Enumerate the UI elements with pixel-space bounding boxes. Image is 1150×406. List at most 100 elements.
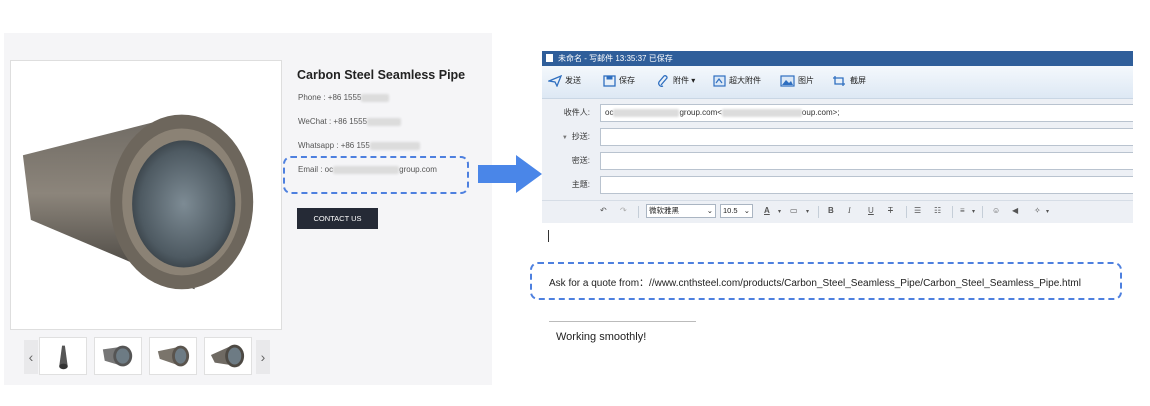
whatsapp-row: Whatsapp : +86 155 <box>298 141 420 150</box>
phone-row: Phone : +86 1555 <box>298 93 390 102</box>
large-attachment-button[interactable]: 超大附件 <box>713 75 761 87</box>
window-titlebar: 未命名 - 写邮件 13:35:37 已保存 <box>542 51 1133 66</box>
chevron-down-icon: ⌄ <box>706 206 713 215</box>
to-value-start: oc <box>605 108 614 117</box>
mail-body-quote[interactable]: Ask for a quote from：//www.cnthsteel.com… <box>549 278 1081 289</box>
image-icon <box>780 75 795 87</box>
cc-field[interactable] <box>600 128 1133 146</box>
numbered-list-icon[interactable]: ☷ <box>934 206 942 215</box>
chevron-down-icon[interactable]: ▾ <box>778 209 782 215</box>
bold-icon[interactable]: B <box>828 206 834 215</box>
mail-header-fields: 收件人: oc group.com< oup.com>; ▼抄送: 密送: 主题: <box>542 99 1133 200</box>
email-label: Email : oc <box>298 165 334 174</box>
italic-icon[interactable]: I <box>848 206 851 215</box>
contact-us-button[interactable]: CONTACT US <box>297 208 378 229</box>
compose-window: 未命名 - 写邮件 13:35:37 已保存 发送 保存 附件 ▾ 超大附件 图… <box>542 51 1133 223</box>
thumbnail-2[interactable] <box>94 337 142 375</box>
font-size-value: 10.5 <box>723 206 738 215</box>
to-value-mid: group.com< <box>679 108 722 117</box>
text-caret <box>548 230 549 242</box>
save-button[interactable]: 保存 <box>603 75 635 87</box>
chevron-down-icon: ⌄ <box>743 206 750 215</box>
magic-wand-icon[interactable]: ✧ <box>1034 206 1041 215</box>
save-icon <box>603 75 616 87</box>
chevron-down-icon[interactable]: ▾ <box>806 209 810 215</box>
chevron-down-icon[interactable]: ▾ <box>972 209 976 215</box>
cc-label-row: ▼抄送: <box>542 131 590 142</box>
to-field[interactable]: oc group.com< oup.com>; <box>600 104 1133 122</box>
font-family-select[interactable]: 微软雅黑 ⌄ <box>646 204 716 218</box>
document-icon <box>546 54 553 62</box>
phone-label: Phone : +86 1555 <box>298 93 362 102</box>
window-title: 未命名 - 写邮件 13:35:37 已保存 <box>558 54 673 63</box>
signature-divider <box>549 321 696 322</box>
email-domain: group.com <box>399 165 437 174</box>
strikethrough-icon[interactable]: T <box>888 206 893 215</box>
quote-highlight-box <box>530 262 1122 300</box>
font-size-select[interactable]: 10.5 ⌄ <box>720 204 753 218</box>
send-icon <box>546 74 563 88</box>
to-label: 收件人: <box>563 108 590 117</box>
product-title: Carbon Steel Seamless Pipe <box>297 68 466 82</box>
font-family-value: 微软雅黑 <box>649 206 679 215</box>
attachment-label: 附件 ▾ <box>673 76 696 86</box>
highlight-color-icon[interactable]: ▭ <box>790 206 798 215</box>
bcc-field[interactable] <box>600 152 1133 170</box>
thumbnail-prev-arrow[interactable]: ‹ <box>24 340 38 374</box>
font-color-icon[interactable]: A <box>764 206 770 215</box>
subject-label: 主题: <box>571 180 590 189</box>
align-icon[interactable]: ≡ <box>960 206 965 215</box>
subject-field[interactable] <box>600 176 1133 194</box>
image-button[interactable]: 图片 <box>780 75 814 87</box>
emoji-icon[interactable]: ☺ <box>992 206 1001 215</box>
format-toolbar: ↶ ↷ 微软雅黑⌄ 10.5⌄ A ▾ ▭ ▾ B I U T ☰ ☷ ≡ ▾ … <box>542 200 1133 223</box>
product-panel: ‹ › Carbon Steel Seamless Pipe Phone : +… <box>4 33 492 385</box>
large-attachment-label: 超大附件 <box>729 76 761 86</box>
image-label: 图片 <box>798 76 814 86</box>
underline-icon[interactable]: U <box>868 206 874 215</box>
wechat-label: WeChat : +86 1555 <box>298 117 368 126</box>
screenshot-label: 截屏 <box>850 76 866 86</box>
right-arrow-icon <box>478 155 542 193</box>
send-label: 发送 <box>565 76 581 86</box>
bullet-list-icon[interactable]: ☰ <box>914 206 922 215</box>
format-separator <box>638 206 639 218</box>
thumbnail-3[interactable] <box>149 337 197 375</box>
email-row[interactable]: Email : oc group.com <box>298 165 437 174</box>
format-separator <box>982 206 983 218</box>
redacted-email <box>333 165 400 174</box>
compose-toolbar: 发送 保存 附件 ▾ 超大附件 图片 截屏 <box>542 66 1133 99</box>
redacted-recipient <box>613 108 680 117</box>
email-highlight-box <box>283 156 469 194</box>
chevron-down-icon[interactable]: ▾ <box>1046 209 1050 215</box>
large-attachment-icon <box>713 75 726 87</box>
to-value-end: oup.com>; <box>801 108 840 117</box>
horn-icon[interactable]: ◀ <box>1012 206 1019 215</box>
screenshot-icon <box>833 76 845 86</box>
product-main-image <box>10 60 282 330</box>
thumbnail-4[interactable] <box>204 337 252 375</box>
wechat-row: WeChat : +86 1555 <box>298 117 402 126</box>
steel-pipe-image <box>22 114 254 290</box>
cc-toggle-icon[interactable]: ▼ <box>561 135 568 141</box>
format-separator <box>952 206 953 218</box>
redacted-whatsapp <box>369 141 420 150</box>
format-separator <box>906 206 907 218</box>
bcc-label: 密送: <box>571 156 590 165</box>
format-separator <box>818 206 819 218</box>
redo-icon[interactable]: ↷ <box>620 206 627 215</box>
thumbnail-next-arrow[interactable]: › <box>256 340 270 374</box>
redacted-wechat <box>367 117 402 126</box>
save-label: 保存 <box>619 76 635 86</box>
redacted-recipient-address <box>721 108 802 117</box>
attachment-button[interactable]: 附件 ▾ <box>657 75 695 87</box>
paperclip-icon <box>658 75 668 87</box>
send-button[interactable]: 发送 <box>546 74 581 88</box>
whatsapp-label: Whatsapp : +86 155 <box>298 141 370 150</box>
thumbnail-1[interactable] <box>39 337 87 375</box>
cc-label: 抄送: <box>571 132 590 141</box>
mail-signature[interactable]: Working smoothly! <box>556 331 647 343</box>
undo-icon[interactable]: ↶ <box>600 206 607 215</box>
redacted-phone <box>361 93 390 102</box>
screenshot-button[interactable]: 截屏 <box>832 75 866 87</box>
